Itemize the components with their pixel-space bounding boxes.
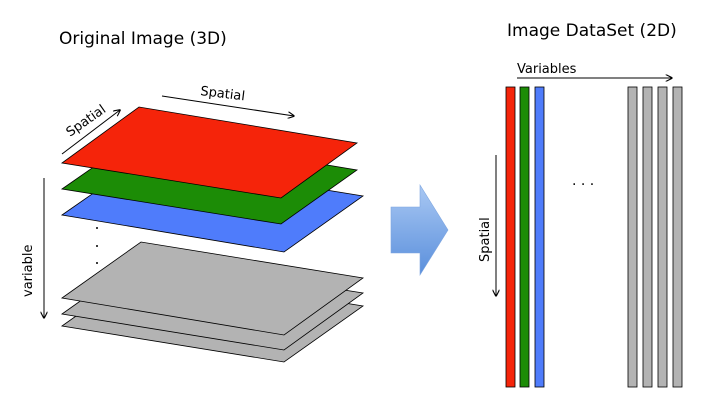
- variables-axis-label: Variables: [517, 62, 577, 77]
- depth-spatial-arrow: [61, 110, 120, 155]
- red-layer: [60, 106, 359, 199]
- gray-column-3: [657, 86, 668, 388]
- gray-column-1: [627, 86, 638, 388]
- variable-axis-label: variable: [21, 245, 36, 297]
- ellipsis-dot: [96, 262, 98, 264]
- red-column: [505, 86, 516, 388]
- left-panel-title: Original Image (3D): [59, 29, 227, 49]
- columns-ellipsis: . . .: [572, 173, 594, 189]
- ellipsis-dot: [96, 227, 98, 229]
- ellipsis-dot: [96, 245, 98, 247]
- right-panel-title: Image DataSet (2D): [507, 21, 677, 41]
- blue-column: [534, 86, 545, 388]
- transform-arrow-icon: [390, 183, 449, 277]
- gray-column-2: [642, 86, 653, 388]
- width-spatial-arrow: [161, 95, 294, 116]
- green-column: [519, 86, 530, 388]
- width-spatial-label: Spatial: [200, 84, 246, 104]
- spatial-axis-label: Spatial: [478, 217, 493, 262]
- gray-column-4: [672, 86, 683, 388]
- gray-layer-1: [60, 241, 365, 336]
